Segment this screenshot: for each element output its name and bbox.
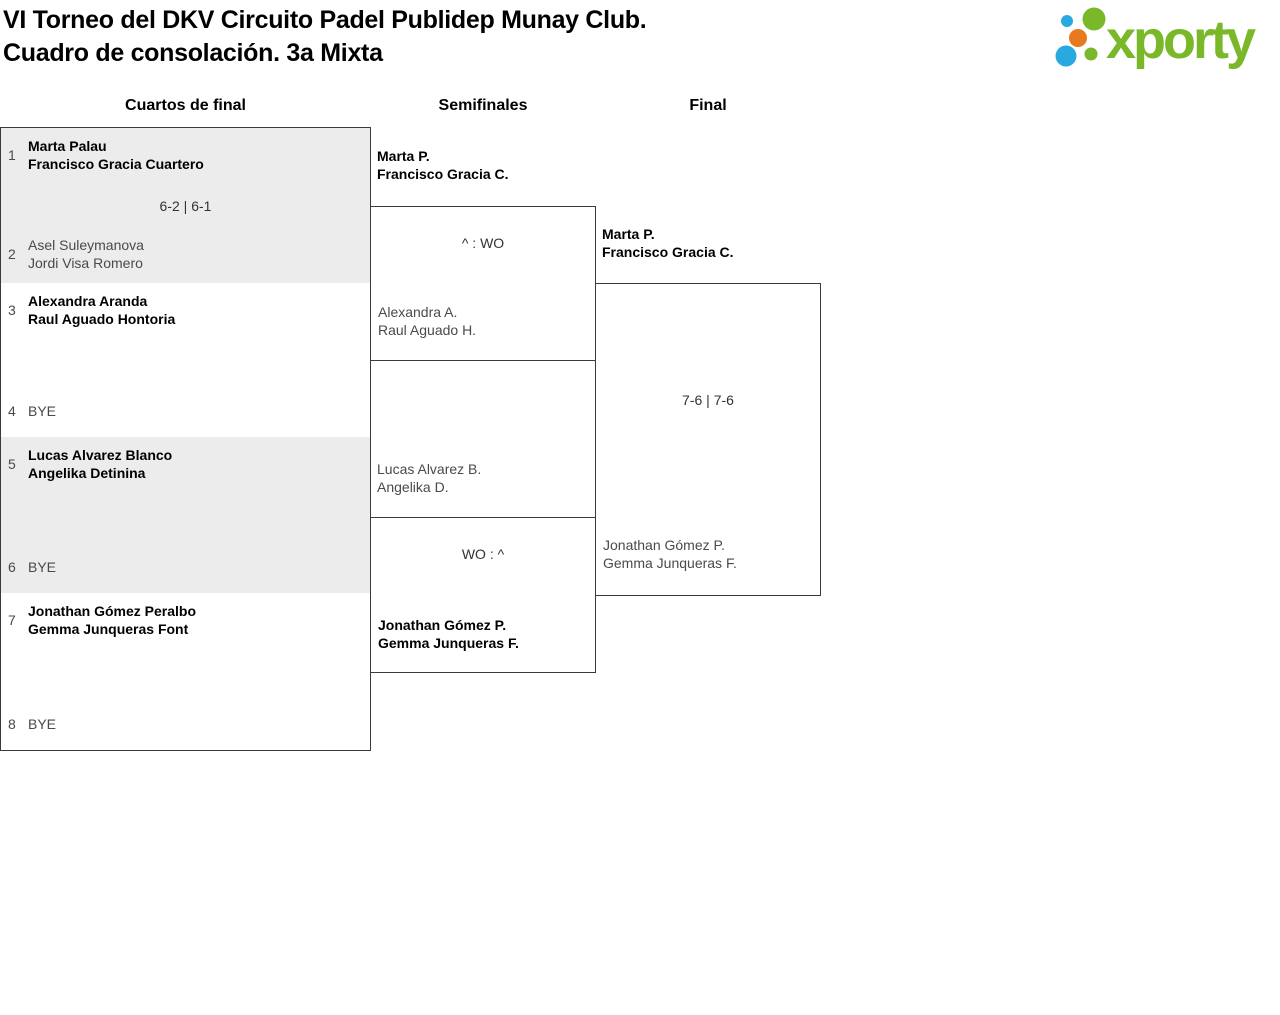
player-2: Gemma Junqueras Font	[28, 621, 189, 637]
qf2-team-top[interactable]: 3 Alexandra Aranda Raul Aguado Hontoria	[8, 292, 175, 328]
player-1: Asel Suleymanova	[28, 237, 144, 253]
qf-match-4: 7 Jonathan Gómez Peralbo Gemma Junqueras…	[0, 593, 371, 751]
player-2: Jordi Visa Romero	[28, 255, 143, 271]
player-1: Jonathan Gómez Peralbo	[28, 603, 197, 619]
qf-match-1: 1 Marta Palau Francisco Gracia Cuartero …	[0, 127, 371, 284]
player-2: Francisco Gracia C.	[377, 166, 509, 182]
qf3-team-bottom: 6 BYE	[8, 558, 56, 576]
player-1: Lucas Alvarez Blanco	[28, 447, 173, 463]
seed-number: 2	[8, 246, 16, 262]
qf4-team-top[interactable]: 7 Jonathan Gómez Peralbo Gemma Junqueras…	[8, 602, 196, 638]
player-1: Alexandra A.	[378, 304, 458, 320]
team-names[interactable]: Lucas Alvarez Blanco Angelika Detinina	[28, 446, 172, 482]
header-final: Final	[689, 97, 727, 114]
sf2-score: WO : ^	[461, 546, 505, 562]
bye-label: BYE	[28, 403, 57, 419]
player-2: Raul Aguado H.	[378, 322, 477, 338]
seed-number: 1	[8, 147, 16, 163]
logo-dot-blue-small	[1061, 15, 1073, 27]
team-names[interactable]: Marta Palau Francisco Gracia Cuartero	[28, 137, 204, 173]
bye-label: BYE	[28, 716, 57, 732]
qf-match-3: 5 Lucas Alvarez Blanco Angelika Detinina…	[0, 437, 371, 594]
qf1-team-bottom[interactable]: 2 Asel Suleymanova Jordi Visa Romero	[8, 236, 144, 272]
logo-dot-blue-large	[1055, 45, 1077, 67]
player-2: Gemma Junqueras F.	[378, 635, 519, 651]
final-team-bottom[interactable]: Jonathan Gómez P. Gemma Junqueras F.	[603, 536, 737, 572]
player-2: Francisco Gracia C.	[602, 244, 734, 260]
sf2-team-bottom[interactable]: Jonathan Gómez P. Gemma Junqueras F.	[378, 616, 519, 652]
player-1: Marta P.	[602, 226, 655, 242]
team-names[interactable]: Alexandra Aranda Raul Aguado Hontoria	[28, 292, 175, 328]
player-2: Angelika Detinina	[28, 465, 146, 481]
qf1-team-top[interactable]: 1 Marta Palau Francisco Gracia Cuartero	[8, 137, 204, 173]
sf2-team-top[interactable]: Lucas Alvarez B. Angelika D.	[377, 460, 481, 496]
final-match: 7-6 | 7-6 Jonathan Gómez P. Gemma Junque…	[595, 283, 821, 596]
page-title-line2: Cuadro de consolación. 3a Mixta	[3, 39, 383, 67]
xporty-logo[interactable]: xporty	[1048, 0, 1280, 78]
seed-number: 6	[8, 559, 16, 575]
sf1-score: ^ : WO	[461, 235, 505, 251]
player-1: Marta Palau	[28, 138, 107, 154]
sf1-team-top[interactable]: Marta P. Francisco Gracia C.	[377, 147, 509, 183]
team-names[interactable]: Asel Suleymanova Jordi Visa Romero	[28, 236, 144, 272]
final-score: 7-6 | 7-6	[682, 392, 734, 408]
sf1-team-bottom[interactable]: Alexandra A. Raul Aguado H.	[378, 303, 476, 339]
team-names[interactable]: Jonathan Gómez Peralbo Gemma Junqueras F…	[28, 602, 196, 638]
logo-dot-green-large	[1082, 7, 1106, 31]
logo-dot-orange	[1069, 29, 1087, 47]
qf3-team-top[interactable]: 5 Lucas Alvarez Blanco Angelika Detinina	[8, 446, 172, 482]
player-1: Lucas Alvarez B.	[377, 461, 482, 477]
qf-match-2: 3 Alexandra Aranda Raul Aguado Hontoria …	[0, 283, 371, 438]
header-semifinals: Semifinales	[438, 97, 528, 114]
header-quarterfinals: Cuartos de final	[125, 97, 246, 114]
player-1: Jonathan Gómez P.	[378, 617, 507, 633]
player-1: Alexandra Aranda	[28, 293, 148, 309]
player-2: Gemma Junqueras F.	[603, 555, 737, 571]
page-title: VI Torneo del DKV Circuito Padel Publide…	[3, 4, 647, 70]
player-1: Jonathan Gómez P.	[603, 537, 725, 553]
qf1-score: 6-2 | 6-1	[159, 197, 212, 214]
sf-match-2: WO : ^ Jonathan Gómez P. Gemma Junqueras…	[370, 517, 596, 673]
logo-dot-green-small	[1084, 47, 1098, 61]
seed-number: 4	[8, 403, 16, 419]
qf4-team-bottom: 8 BYE	[8, 715, 56, 733]
xporty-logo-text: xporty	[1106, 10, 1256, 70]
final-team-top[interactable]: Marta P. Francisco Gracia C.	[602, 225, 734, 261]
page-title-line1: VI Torneo del DKV Circuito Padel Publide…	[3, 6, 647, 34]
xporty-logo-graphic: xporty	[1055, 7, 1259, 70]
player-2: Angelika D.	[377, 479, 449, 495]
player-1: Marta P.	[377, 148, 430, 164]
sf-match-1: ^ : WO Alexandra A. Raul Aguado H.	[370, 206, 596, 361]
bye-label: BYE	[28, 559, 57, 575]
seed-number: 8	[8, 716, 16, 732]
seed-number: 7	[8, 612, 16, 628]
player-2: Francisco Gracia Cuartero	[28, 156, 204, 172]
player-2: Raul Aguado Hontoria	[28, 311, 176, 327]
seed-number: 5	[8, 456, 16, 472]
seed-number: 3	[8, 302, 16, 318]
qf2-team-bottom: 4 BYE	[8, 402, 56, 420]
